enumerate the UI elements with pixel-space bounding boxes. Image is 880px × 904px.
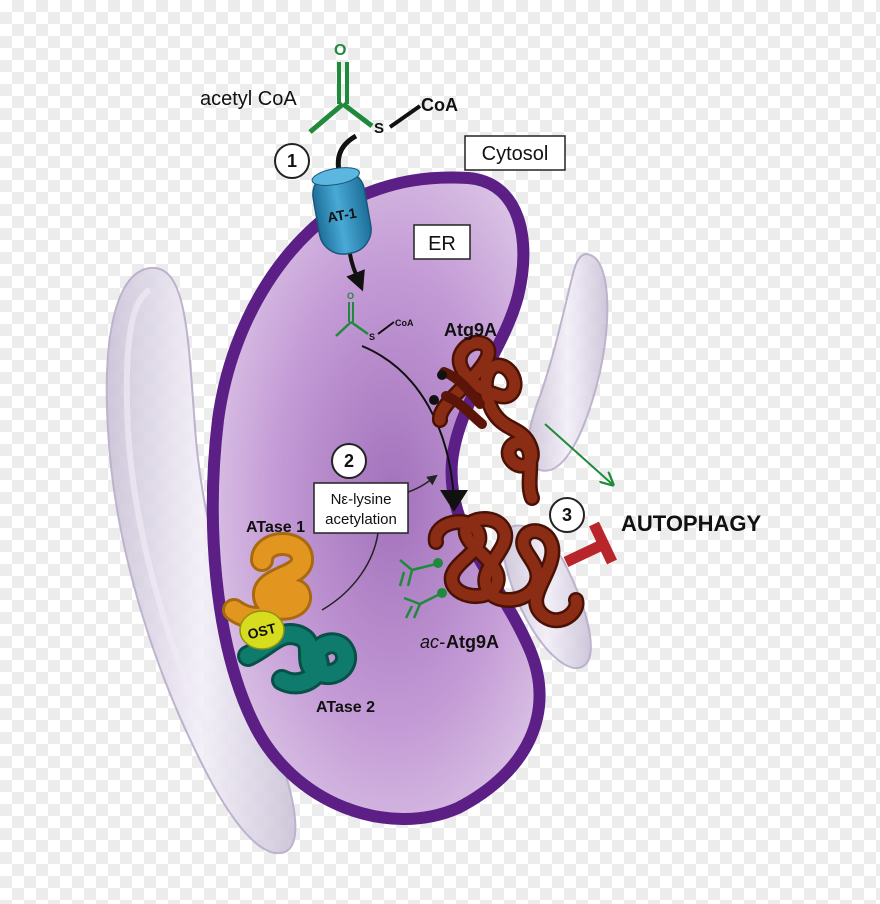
transport-arrow (346, 253, 365, 292)
at1-label: AT-1 (326, 205, 358, 226)
acetyl-site-2 (429, 395, 439, 405)
acetyl-coa-molecule (308, 62, 422, 134)
ac-prefix-label: ac- (420, 632, 445, 652)
atase2-label: ATase 2 (316, 699, 375, 716)
step-3-number: 3 (562, 505, 572, 525)
oxygen-label: O (334, 42, 346, 59)
acetyl-coa-label: acetyl CoA (200, 88, 297, 110)
acetyl-groups-ac-atg9a (398, 559, 441, 619)
step-3-circle (549, 497, 585, 533)
atg9a-label: Atg9A (444, 320, 497, 340)
step-1-number: 1 (287, 151, 297, 171)
cytosol-box (464, 135, 566, 171)
at1-transporter (311, 167, 372, 255)
atase2-protein (237, 623, 357, 695)
acetyl-coa-lumen (335, 302, 395, 337)
left-membrane-inner (123, 287, 213, 742)
step-2-circle (331, 443, 367, 479)
sulfur-label: S (374, 120, 384, 137)
ac-atg9a-coil (427, 511, 585, 629)
oxygen-small-label: O (347, 291, 354, 301)
nlysine-line-1: Nε-lysine (331, 491, 392, 508)
acetyl-site-4 (437, 588, 447, 598)
acetyl-site-3 (433, 558, 443, 568)
right-membrane-upper (527, 253, 609, 472)
sulfur-small-label: S (369, 332, 375, 342)
coa-small-label: CoA (395, 318, 414, 328)
acetyl-site-1 (437, 370, 447, 380)
step-2-number: 2 (344, 451, 354, 471)
nlysine-box (313, 482, 409, 534)
autophagy-label: AUTOPHAGY (621, 511, 761, 536)
inhibition-bar (563, 521, 617, 567)
ost-label: OST (246, 620, 278, 643)
ac-atg9a-label: Atg9A (446, 632, 499, 652)
step-1-circle (274, 143, 310, 179)
lumen-to-atg9a-arrow (361, 345, 455, 501)
er-label: ER (428, 233, 456, 255)
coa-label: CoA (421, 95, 458, 115)
cytosol-label: Cytosol (482, 143, 549, 165)
er-box (413, 224, 471, 260)
ost-protein (239, 610, 285, 650)
atase-to-atg9a-arrow (321, 532, 379, 611)
autophagy-promote-arrow (544, 423, 612, 484)
nlysine-line-2: acetylation (325, 511, 397, 528)
nlysine-arrow (407, 474, 438, 493)
lumen-arrowhead (440, 490, 468, 512)
atg9a-coil (432, 334, 540, 506)
atase1-label: ATase 1 (246, 519, 305, 536)
atase1-protein (222, 532, 314, 630)
